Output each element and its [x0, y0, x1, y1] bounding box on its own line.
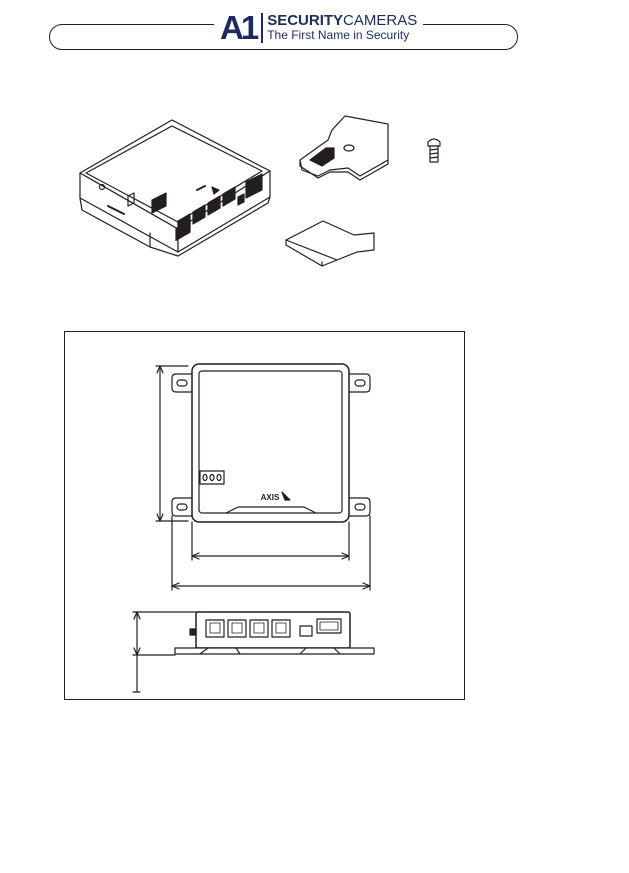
device-brand-label: AXIS: [261, 493, 280, 502]
side-view-drawing: [175, 612, 374, 654]
